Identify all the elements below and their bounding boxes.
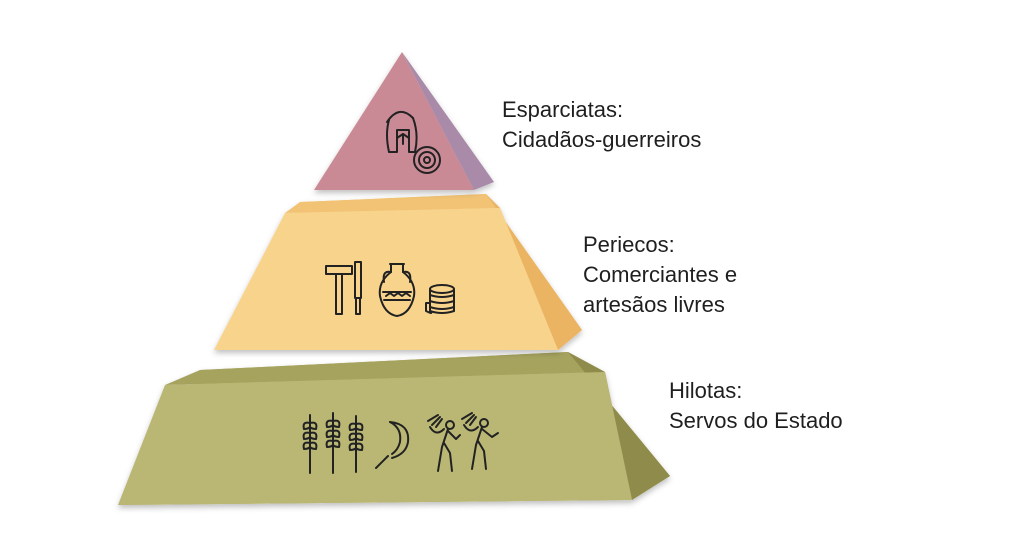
wheat-icon (302, 414, 318, 474)
tier-periecos (214, 194, 582, 350)
tier-esparciatas (314, 52, 494, 190)
chisel-icon (354, 261, 362, 315)
coin-stack-icon (425, 284, 455, 314)
label-periecos-desc-1: Comerciantes e (583, 262, 738, 287)
amphora-icon (378, 263, 416, 317)
label-esparciatas-desc: Cidadãos-guerreiros (502, 127, 702, 152)
label-periecos-title: Periecos: (583, 232, 675, 257)
label-hilotas-title: Hilotas: (669, 378, 743, 403)
label-hilotas: Hilotas: Servos do Estado (669, 376, 843, 436)
spartan-helmet-icon (386, 111, 418, 153)
laborer-carrying-wheat-icon (461, 412, 499, 470)
label-esparciatas-title: Esparciatas: (502, 97, 624, 122)
label-periecos-desc-2: artesãos livres (583, 292, 725, 317)
label-esparciatas: Esparciatas: Cidadãos-guerreiros (502, 95, 701, 155)
label-hilotas-desc: Servos do Estado (669, 408, 843, 433)
wheat-icon (325, 412, 341, 474)
laborer-carrying-wheat-icon (427, 414, 461, 472)
sickle-icon (375, 421, 410, 469)
tier-hilotas (118, 352, 670, 505)
wheat-icon (348, 415, 364, 473)
hammer-icon (325, 265, 353, 315)
label-periecos: Periecos: Comerciantes e artesãos livres (583, 230, 737, 320)
round-shield-icon (413, 146, 441, 174)
